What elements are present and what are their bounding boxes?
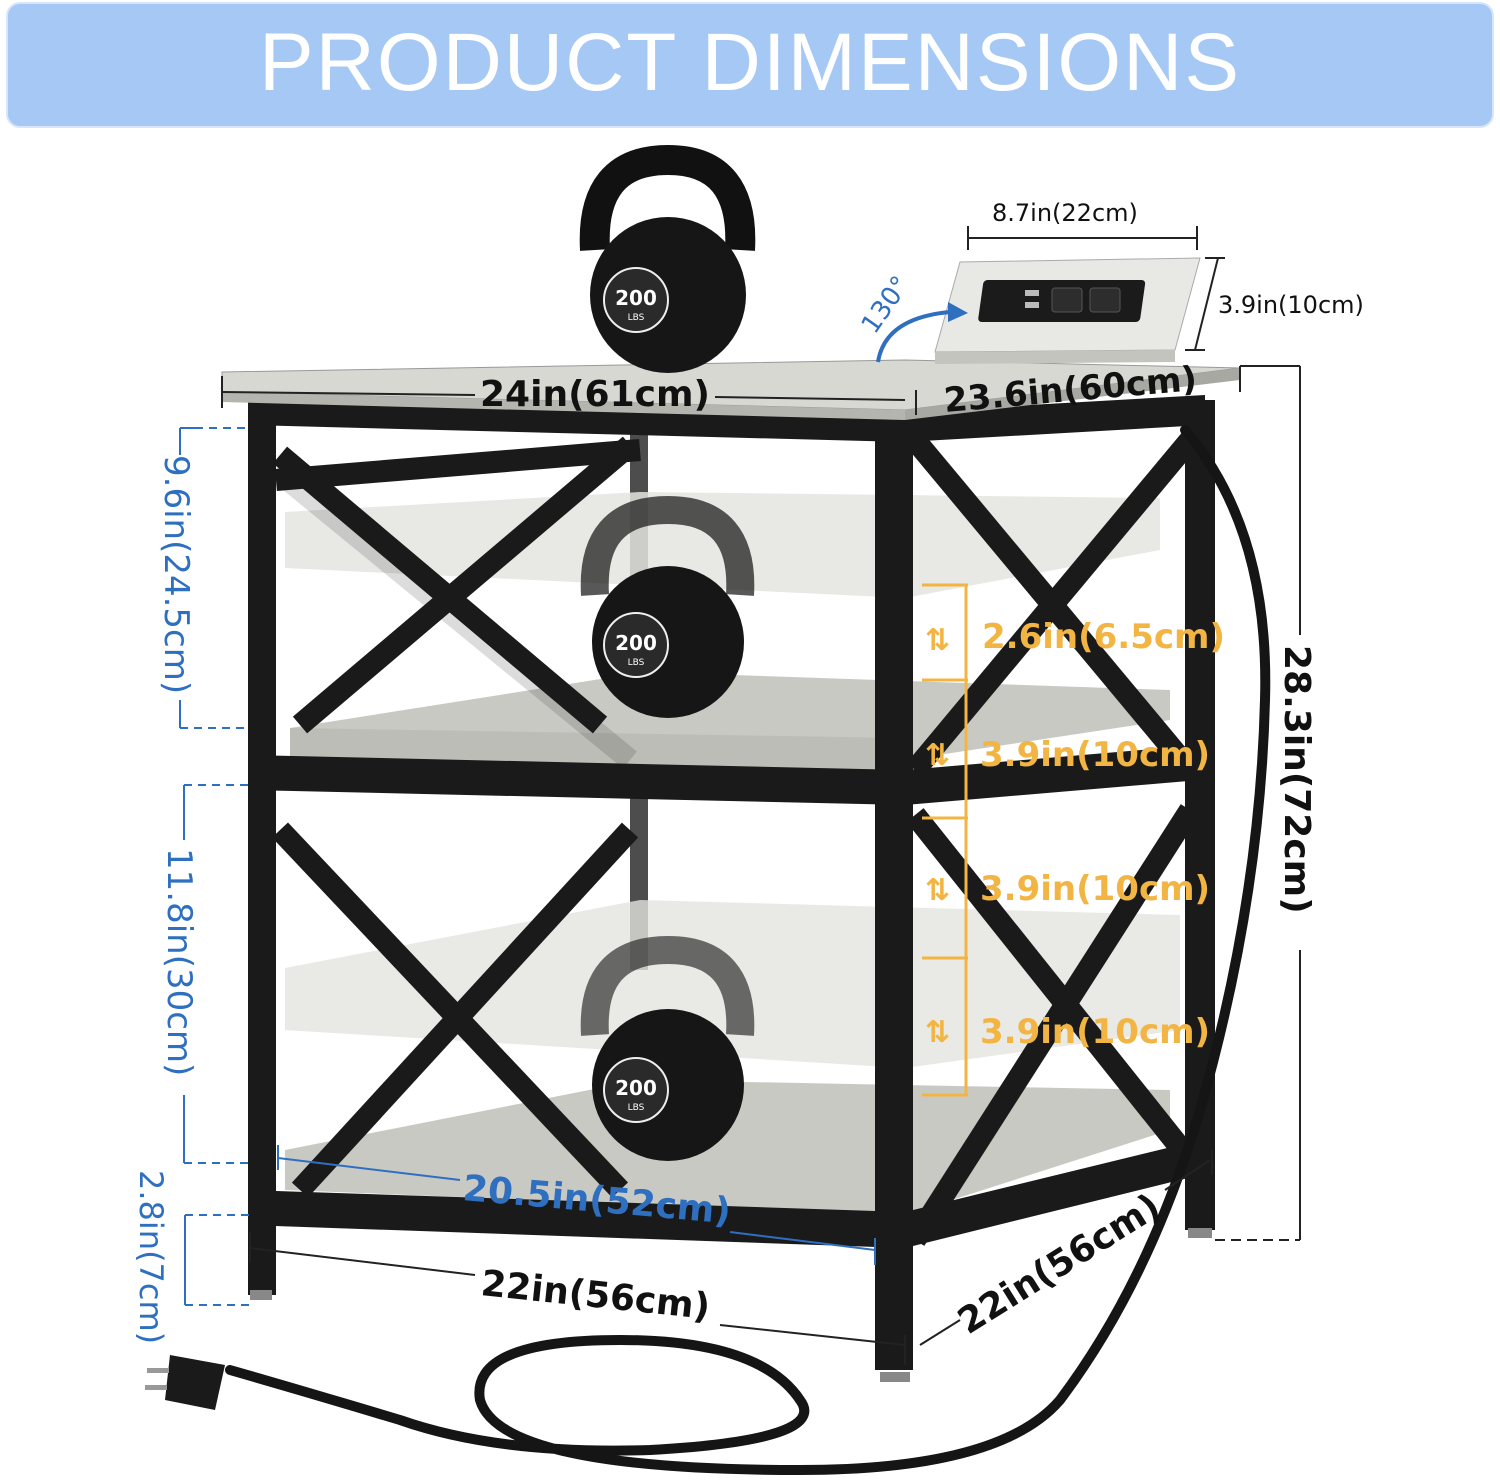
kettlebell-weight: 200 (615, 631, 657, 655)
dimension-lines (221, 226, 1301, 1365)
banner-title: PRODUCT DIMENSIONS (258, 17, 1242, 108)
lower-height-label: 11.8in(30cm) (159, 848, 199, 1076)
shelf-gap-label: 2.6in(6.5cm) (982, 617, 1225, 657)
power-plug-icon (145, 1355, 225, 1410)
power-outlet[interactable] (934, 257, 1201, 364)
x-braces (269, 432, 1200, 1246)
kettlebell-top: 200 LBS (579, 144, 756, 373)
kettlebell-middle: 200 LBS (580, 495, 755, 718)
kettlebell-unit: LBS (628, 313, 645, 323)
leg-height-label: 2.8in(7cm) (132, 1170, 170, 1344)
table-top (221, 359, 1241, 420)
shelf-gap-label: 3.9in(10cm) (980, 735, 1210, 775)
svg-text:⇅: ⇅ (925, 738, 950, 773)
base-width-label: 22in(56cm) (479, 1263, 712, 1328)
rotation-arrow (876, 302, 968, 363)
kettlebell-weight: 200 (615, 1076, 657, 1100)
total-height-label: 28.3in(72cm) (1276, 645, 1317, 914)
front-frame (248, 395, 1215, 1382)
power-cord (225, 425, 1271, 1476)
adjust-arrows-icon: ⇅ ⇅ ⇅ ⇅ (925, 623, 950, 1050)
svg-text:⇅: ⇅ (925, 623, 950, 658)
upper-height-label: 9.6in(24.5cm) (156, 455, 196, 694)
orange-dimension-lines (922, 583, 968, 1097)
svg-text:⇅: ⇅ (925, 1015, 950, 1050)
rotation-label: 130° (856, 271, 917, 340)
blue-dimension-lines (179, 427, 876, 1306)
shelf-gap-label: 3.9in(10cm) (980, 1012, 1210, 1052)
shelf-gap-label: 3.9in(10cm) (980, 869, 1210, 909)
svg-text:⇅: ⇅ (925, 873, 950, 908)
kettlebell-bottom: 200 LBS (580, 935, 755, 1161)
top-width-label: 24in(61cm) (480, 374, 710, 415)
title-banner (6, 2, 1494, 128)
kettlebell-unit: LBS (628, 658, 645, 668)
kettlebell-weight: 200 (615, 286, 657, 310)
kettlebell-unit: LBS (628, 1103, 645, 1113)
outlet-width-label: 8.7in(22cm) (992, 199, 1138, 227)
outlet-height-label: 3.9in(10cm) (1218, 291, 1364, 319)
